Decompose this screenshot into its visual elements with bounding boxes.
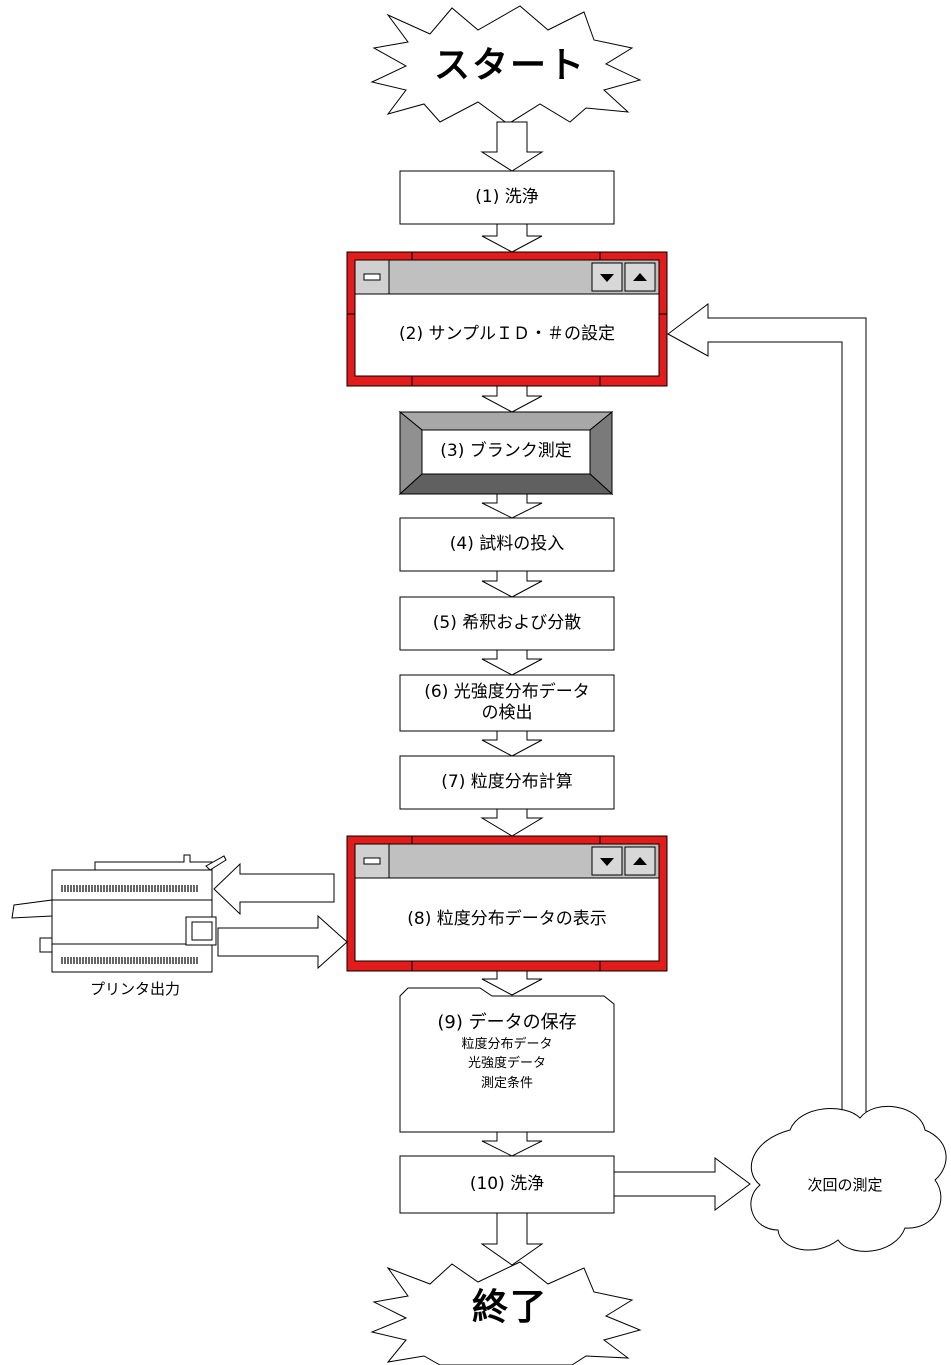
arrow-start-1 [480, 121, 544, 172]
arrow-6-7 [481, 730, 543, 757]
printer-output-label: プリンタ出力 [89, 979, 180, 998]
step-1-label: (1) 洗浄 [475, 186, 539, 207]
step-4-label: (4) 試料の投入 [449, 533, 565, 554]
arrow-5-6 [481, 649, 543, 676]
step-9-folder [399, 987, 615, 1133]
next-measurement-cloud [750, 1105, 947, 1252]
start-starburst [370, 5, 642, 125]
step-2-window [346, 251, 668, 387]
arrow-3-4 [481, 493, 543, 519]
arrow-10-end [480, 1212, 544, 1266]
arrow-10-to-next [613, 1157, 751, 1211]
step-8-label: (8) 粒度分布データの表示 [407, 908, 607, 929]
step-6-label: (6) 光強度分布データ の検出 [400, 675, 614, 731]
step-6-line2: の検出 [481, 703, 533, 723]
end-label: 終了 [471, 1286, 548, 1328]
step-7-box [399, 755, 615, 810]
printer-arrows [213, 862, 348, 970]
arrow-9-10 [481, 1131, 543, 1157]
printer [11, 854, 227, 973]
step-9-item: 光強度データ [467, 1056, 546, 1071]
step-3-bevel [398, 410, 614, 496]
step-9-item: 測定条件 [480, 1075, 533, 1091]
arrow-8-9 [481, 970, 543, 996]
step-10-label: (10) 洗浄 [469, 1173, 545, 1194]
arrow-2-3 [481, 385, 543, 413]
step-8-window [346, 835, 668, 972]
end-starburst [370, 1261, 642, 1365]
step-3-label: (3) ブランク測定 [440, 441, 572, 462]
step-5-label: (5) 希釈および分散 [432, 612, 582, 633]
arrow-4-5 [481, 570, 543, 598]
step-9-label: (9) データの保存 粒度分布データ 光強度データ 測定条件 [400, 1006, 614, 1132]
step-4-box [399, 517, 615, 572]
step-1-box [399, 170, 615, 225]
next-measurement-label: 次回の測定 [807, 1175, 883, 1194]
step-9-item: 粒度分布データ [461, 1036, 553, 1052]
step-5-box [399, 596, 615, 651]
step-7-label: (7) 粒度分布計算 [441, 771, 573, 792]
step-6-box [399, 674, 615, 732]
step-2-label: (2) サンプルＩＤ・＃の設定 [399, 324, 615, 345]
flow-arrows [480, 121, 544, 1266]
printer-vents [61, 885, 198, 964]
loopback-arrow [667, 303, 867, 1121]
step-6-line1: (6) 光強度分布データ [424, 681, 590, 702]
arrow-1-2 [481, 223, 543, 253]
step-9-title: (9) データの保存 [437, 1012, 577, 1033]
arrow-7-8 [480, 808, 544, 837]
start-label: スタート [433, 44, 586, 86]
